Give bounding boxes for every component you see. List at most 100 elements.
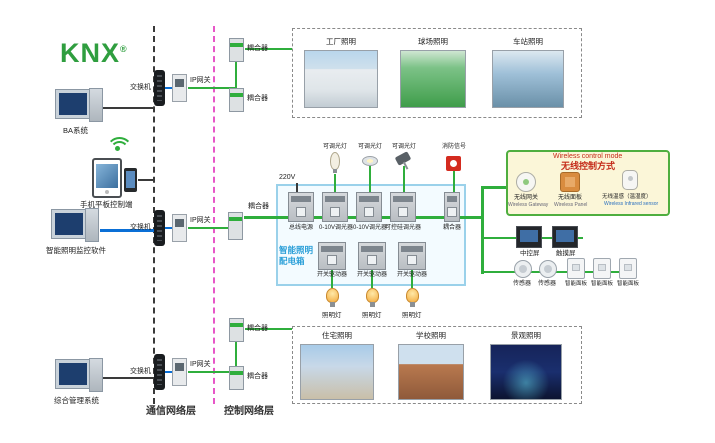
landscape-photo (490, 344, 562, 400)
wireless-gateway-label-zh: 无线网关 (514, 195, 539, 201)
ip-gateway-icon (172, 358, 187, 386)
lamp-bulb-icon (366, 288, 379, 307)
smart-panel1-label: 智能面板 (565, 281, 588, 287)
wireless-sensor-label-zh: 无线温感（温湿度） (602, 194, 652, 200)
fire-alarm-icon (446, 156, 461, 171)
lamp-bulb-icon (406, 288, 419, 307)
sensor1-label: 传感器 (513, 281, 532, 287)
knx-bus-line (235, 49, 237, 101)
coupler1-label: 耦合器 (247, 45, 268, 52)
lamp-bulb-icon (326, 288, 339, 307)
coupler-icon (229, 38, 244, 62)
switch-actuator-icon (358, 242, 386, 270)
knx-bus-line (245, 48, 292, 50)
power-220v-label: 220V (279, 174, 296, 181)
load-line (403, 166, 405, 192)
knx-bus-line (245, 328, 292, 330)
load-line (334, 174, 336, 192)
ethernet-line (165, 371, 173, 373)
dimmer-0-10v-icon (356, 192, 382, 222)
bus-power-supply-label: 总线电源 (289, 225, 314, 231)
switch1-label: 交换机 (130, 84, 151, 91)
coupler-icon (229, 88, 244, 112)
knx-bus-line (483, 186, 506, 189)
residential-photo (300, 344, 374, 400)
knx-bus-line (188, 371, 236, 373)
knx-bus-line (235, 329, 237, 379)
landscape-lighting-label: 景观照明 (511, 331, 541, 340)
wireless-sensor-icon (622, 170, 638, 190)
stadium-photo (400, 50, 466, 108)
coupler2-label: 耦合器 (247, 95, 268, 102)
gateway1-label: IP网关 (190, 77, 211, 84)
knx-bus-line (481, 186, 484, 274)
bottom-gallery-box (292, 326, 582, 404)
coupler-icon (228, 212, 243, 240)
central-control-screen-icon (516, 226, 542, 248)
coupler-icon (229, 366, 244, 390)
knx-bus-line (483, 271, 631, 273)
knx-logo-text: KNX (60, 38, 121, 68)
cabinet-coupler-icon (444, 192, 460, 222)
dimmer2-label: 0-10V调光器 (353, 225, 388, 231)
residential-lighting-label: 住宅照明 (322, 331, 352, 340)
coupler-icon (229, 318, 244, 342)
ethernet-switch-icon (154, 354, 165, 390)
dimmable-lamp1-label: 可调光灯 (323, 144, 348, 150)
knx-bus-line (188, 87, 236, 89)
lamp3-label: 照明灯 (402, 312, 422, 319)
smart-panel2-label: 智能面板 (591, 281, 614, 287)
bus-power-supply-icon (288, 192, 314, 222)
wireless-panel-label-zh: 无线面板 (558, 195, 583, 201)
touch-screen-icon (552, 226, 578, 248)
ethernet-switch-icon (154, 210, 165, 246)
load-line (331, 270, 333, 288)
dimmable-lamp3-label: 可调光灯 (392, 144, 417, 150)
downlight-icon (362, 156, 378, 166)
load-line (369, 166, 371, 192)
factory-lighting-label: 工厂照明 (326, 37, 356, 46)
dimmer-0-10v-icon (322, 192, 348, 222)
switch3-label: 交换机 (130, 368, 151, 375)
ip-gateway-icon (172, 74, 187, 102)
dimmable-bulb-icon (330, 152, 340, 173)
triac-dimmer-label: 可控硅调光器 (385, 225, 422, 231)
smart-panel-icon (593, 258, 611, 279)
ip-gateway-icon (172, 214, 187, 242)
top-gallery-box (292, 28, 582, 118)
load-line (411, 270, 413, 288)
ethernet-switch-icon (154, 70, 165, 106)
smart-panel-icon (619, 258, 637, 279)
coupler4-label: 耦合器 (247, 325, 268, 332)
sensor2-label: 传感器 (538, 281, 557, 287)
wireless-panel-label-en: Wireless Panel (554, 202, 588, 208)
fire-signal-label: 消防信号 (442, 144, 467, 150)
control-layer-label: 控制网络层 (224, 406, 274, 417)
control-layer-divider (213, 26, 215, 404)
lamp2-label: 照明灯 (362, 312, 382, 319)
actuator3-label: 开关驱动器 (397, 272, 428, 278)
spotlight-icon (394, 151, 412, 166)
factory-photo (304, 50, 378, 108)
connection-line (138, 179, 154, 181)
cabinet-title-line1: 智能照明 (279, 245, 314, 255)
ethernet-line (100, 229, 155, 232)
actuator1-label: 开关驱动器 (317, 272, 348, 278)
fire-signal-line (453, 171, 455, 192)
management-system-label: 综合管理系统 (54, 396, 99, 405)
switch2-label: 交换机 (130, 224, 151, 231)
connection-line (102, 107, 154, 109)
cabinet-title-line2: 配电箱 (279, 256, 305, 266)
wireless-panel-icon (560, 172, 580, 192)
stadium-lighting-label: 球场照明 (418, 37, 448, 46)
load-line (371, 270, 373, 288)
station-photo (492, 50, 564, 108)
school-photo (398, 344, 464, 400)
ba-system-computer-icon (56, 88, 103, 124)
sensor-icon (514, 260, 532, 278)
dimmer1-label: 0-10V调光器 (319, 225, 354, 231)
ethernet-line (165, 227, 173, 229)
communication-layer-label: 通信网络层 (146, 406, 196, 417)
phone-icon (124, 168, 137, 192)
lamp1-label: 照明灯 (322, 312, 342, 319)
